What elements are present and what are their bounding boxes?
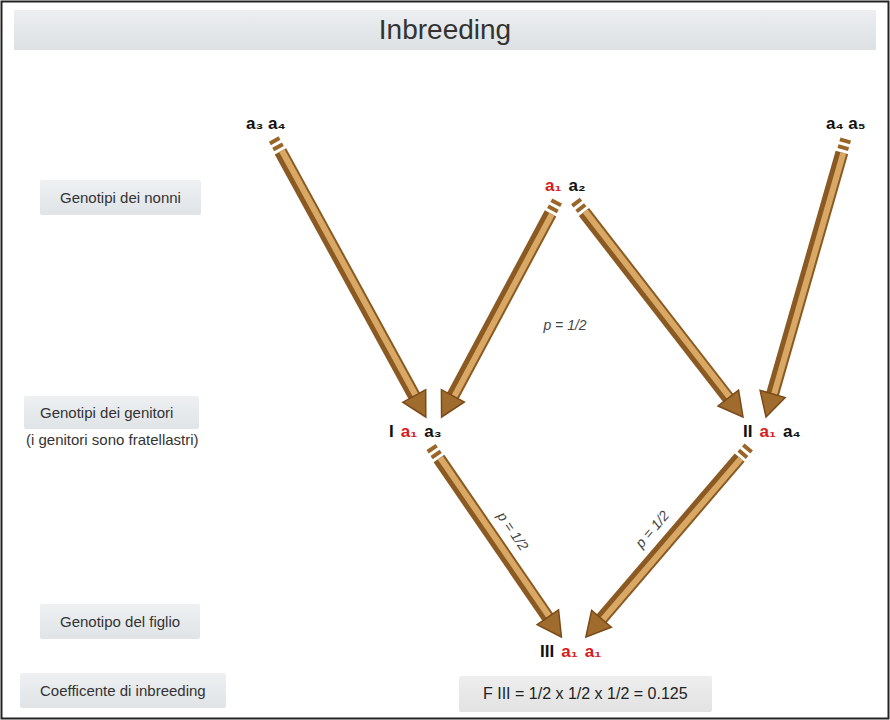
genotype-text: II a₁ a₄ bbox=[743, 422, 801, 442]
arrow-shaft-highlight bbox=[774, 153, 844, 396]
arrow-tail bbox=[435, 453, 437, 456]
arrow-shaft-highlight bbox=[601, 459, 740, 622]
arrow-shaft-highlight bbox=[453, 214, 552, 398]
arrow-shaft-highlight bbox=[282, 151, 417, 397]
genotype-part: a₄ a₅ bbox=[826, 114, 866, 134]
arrow-tail bbox=[845, 139, 846, 143]
arrow-tail bbox=[843, 146, 844, 150]
label-text: Genotipi dei genitori bbox=[24, 396, 199, 429]
genotype-part: II bbox=[743, 422, 752, 442]
inheritance-arrow bbox=[760, 139, 846, 417]
genotype-text: a₁ a₂ bbox=[545, 176, 586, 196]
label-text: Genotipi dei nonni bbox=[60, 189, 181, 206]
note-text: (i genitori sono fratellastri) bbox=[24, 431, 199, 448]
probability-label: p = 1/2 bbox=[494, 508, 532, 553]
genotype-part: a₄ bbox=[783, 422, 801, 442]
arrow-head bbox=[760, 390, 785, 417]
arrow-tail bbox=[552, 207, 554, 211]
arrow-tail bbox=[431, 447, 433, 450]
arrow-shaft-highlight bbox=[440, 458, 550, 618]
genotype-part: a₃ a₄ bbox=[246, 114, 286, 134]
arrow-tail bbox=[746, 447, 749, 450]
inheritance-arrow bbox=[575, 201, 743, 417]
row-label: Coefficente di inbreeding bbox=[20, 673, 226, 708]
row-label: Genotipi dei genitori (i genitori sono fr… bbox=[24, 396, 199, 448]
inheritance-arrow bbox=[274, 139, 426, 417]
inheritance-arrow bbox=[586, 447, 749, 637]
probability-label: p = 1/2 bbox=[632, 507, 672, 550]
title-band: Inbreeding bbox=[14, 10, 876, 50]
inheritance-arrow bbox=[441, 201, 557, 417]
genotype-text: III a₁ a₁ bbox=[540, 642, 601, 662]
arrow-tail bbox=[742, 452, 745, 455]
arrow-head bbox=[441, 390, 464, 417]
label-text: Coefficente di inbreeding bbox=[40, 682, 206, 699]
arrow-head bbox=[586, 610, 611, 637]
probability-label: p = 1/2 bbox=[543, 317, 586, 333]
row-label: Genotipo del figlio bbox=[40, 604, 200, 639]
arrow-head bbox=[403, 390, 426, 417]
inheritance-arrow bbox=[431, 447, 561, 637]
arrow-tail bbox=[580, 207, 582, 210]
label-text: Genotipo del figlio bbox=[60, 613, 180, 630]
label-text: F III = 1/2 x 1/2 x 1/2 = 0.125 bbox=[483, 685, 688, 702]
row-label: Genotipi dei nonni bbox=[40, 180, 201, 215]
genotype-text: Ia₁ a₃ bbox=[389, 422, 442, 442]
arrow-tail bbox=[277, 145, 279, 149]
arrow-tail bbox=[555, 201, 557, 205]
genotype-text: a₃ a₄ bbox=[246, 114, 286, 134]
genotype-part: a₃ bbox=[424, 422, 441, 442]
genotype-part: III bbox=[540, 642, 554, 662]
shared-allele: a₁ bbox=[585, 642, 602, 662]
genotype-part: I bbox=[389, 422, 394, 442]
arrow-tail bbox=[575, 201, 577, 204]
shared-allele: a₁ bbox=[401, 422, 418, 442]
shared-allele: a₁ bbox=[561, 642, 578, 662]
genotype-text: a₄ a₅ bbox=[826, 114, 866, 134]
arrow-head bbox=[537, 610, 561, 637]
formula-box: F III = 1/2 x 1/2 x 1/2 = 0.125 bbox=[459, 676, 712, 712]
shared-allele: a₁ bbox=[759, 422, 776, 442]
arrow-shaft-highlight bbox=[585, 211, 731, 399]
genotype-part: a₂ bbox=[569, 176, 586, 196]
shared-allele: a₁ bbox=[545, 176, 562, 196]
arrow-head bbox=[718, 390, 743, 417]
arrow-tail bbox=[274, 139, 276, 143]
